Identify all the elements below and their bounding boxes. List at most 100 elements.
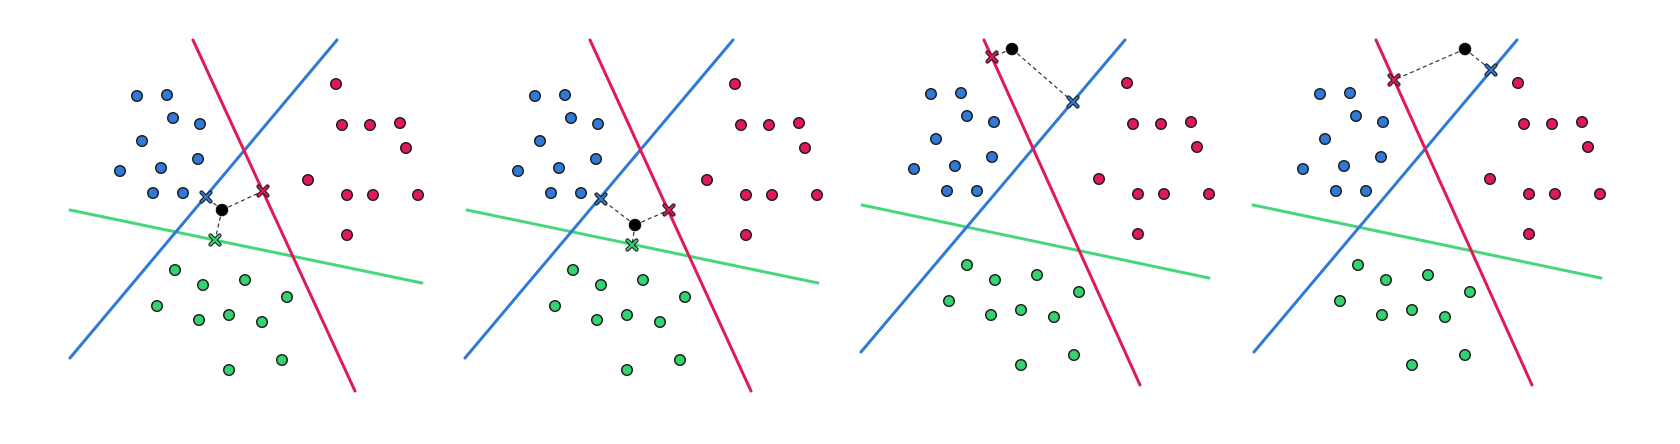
green-data-point: [1375, 309, 1388, 322]
blue-data-point: [955, 86, 968, 99]
red-data-point: [1131, 187, 1144, 200]
blue-data-point: [553, 161, 566, 174]
panel-3: [859, 38, 1215, 387]
green-data-point: [595, 279, 608, 292]
blue-data-point: [130, 89, 143, 102]
blue-data-point: [545, 186, 558, 199]
green-data-point: [1067, 349, 1080, 362]
blue-data-point: [1337, 159, 1350, 172]
red-data-point: [1483, 172, 1496, 185]
query-point: [215, 203, 229, 217]
blue-data-point: [1318, 132, 1331, 145]
red-data-point: [729, 77, 742, 90]
green-data-point: [1072, 286, 1085, 299]
query-point: [1458, 42, 1472, 56]
green-data-point: [961, 259, 974, 272]
green-data-point: [637, 274, 650, 287]
red-projection-connector: [1393, 48, 1466, 81]
green-data-point: [192, 314, 205, 327]
green-data-point: [1405, 304, 1418, 317]
panel-4: [1251, 38, 1606, 387]
green-data-point: [222, 309, 235, 322]
red-data-point: [701, 173, 714, 186]
green-data-point: [985, 309, 998, 322]
blue-data-point: [949, 159, 962, 172]
red-data-point: [1593, 187, 1606, 200]
blue-data-point: [1313, 87, 1326, 100]
red-data-point: [336, 118, 349, 131]
blue-data-point: [176, 186, 189, 199]
blue-projection-marker: [199, 190, 213, 204]
blue-data-point: [1376, 115, 1389, 128]
blue-data-point: [1329, 184, 1342, 197]
red-projection-marker: [1387, 73, 1401, 87]
blue-data-point: [961, 109, 974, 122]
blue-data-point: [592, 117, 605, 130]
green-boundary-line: [1251, 203, 1603, 280]
red-data-point: [740, 228, 753, 241]
green-data-point: [591, 314, 604, 327]
green-data-point: [621, 364, 634, 377]
blue-data-point: [146, 186, 159, 199]
red-data-point: [1154, 117, 1167, 130]
red-projection-marker: [985, 50, 999, 64]
panel-2: [463, 38, 824, 393]
blue-projection-marker: [594, 192, 608, 206]
red-data-point: [1517, 117, 1530, 130]
red-data-point: [1184, 115, 1197, 128]
red-data-point: [1511, 76, 1524, 89]
blue-data-point: [1349, 109, 1362, 122]
green-data-point: [196, 279, 209, 292]
green-data-point: [654, 316, 667, 329]
red-data-point: [1126, 117, 1139, 130]
green-data-point: [1333, 295, 1346, 308]
red-data-point: [330, 77, 343, 90]
green-boundary-line: [68, 208, 424, 285]
blue-data-point: [1374, 150, 1387, 163]
blue-projection-marker: [1484, 63, 1498, 77]
blue-boundary-line: [1252, 38, 1519, 354]
red-projection-marker: [662, 203, 676, 217]
green-projection-connector: [214, 209, 223, 241]
blue-data-point: [575, 186, 588, 199]
green-data-point: [674, 354, 687, 367]
blue-data-point: [971, 184, 984, 197]
red-data-point: [1545, 117, 1558, 130]
red-data-point: [1157, 187, 1170, 200]
green-boundary-line: [860, 203, 1211, 280]
green-data-point: [1421, 269, 1434, 282]
red-data-point: [302, 173, 315, 186]
blue-data-point: [908, 162, 921, 175]
blue-data-point: [988, 115, 1001, 128]
red-data-point: [1190, 140, 1203, 153]
blue-projection-connector: [1011, 48, 1074, 103]
green-data-point: [1438, 311, 1451, 324]
red-data-point: [341, 188, 354, 201]
blue-data-point: [559, 88, 572, 101]
green-data-point: [1047, 311, 1060, 324]
green-data-point: [1379, 274, 1392, 287]
green-data-point: [1405, 359, 1418, 372]
green-data-point: [679, 291, 692, 304]
red-data-point: [400, 141, 413, 154]
green-data-point: [943, 295, 956, 308]
blue-data-point: [930, 132, 943, 145]
green-data-point: [276, 354, 289, 367]
blue-boundary-line: [859, 38, 1127, 354]
blue-data-point: [529, 89, 542, 102]
red-boundary-line: [191, 38, 357, 393]
red-data-point: [394, 116, 407, 129]
red-boundary-line: [588, 38, 753, 393]
red-data-point: [1120, 76, 1133, 89]
red-data-point: [1522, 227, 1535, 240]
red-data-point: [766, 188, 779, 201]
panel-1: [68, 38, 425, 393]
blue-data-point: [986, 150, 999, 163]
red-data-point: [367, 188, 380, 201]
blue-data-point: [154, 161, 167, 174]
green-projection-marker: [208, 233, 222, 247]
red-data-point: [811, 188, 824, 201]
red-data-point: [1202, 187, 1215, 200]
blue-data-point: [193, 117, 206, 130]
blue-data-point: [1296, 162, 1309, 175]
